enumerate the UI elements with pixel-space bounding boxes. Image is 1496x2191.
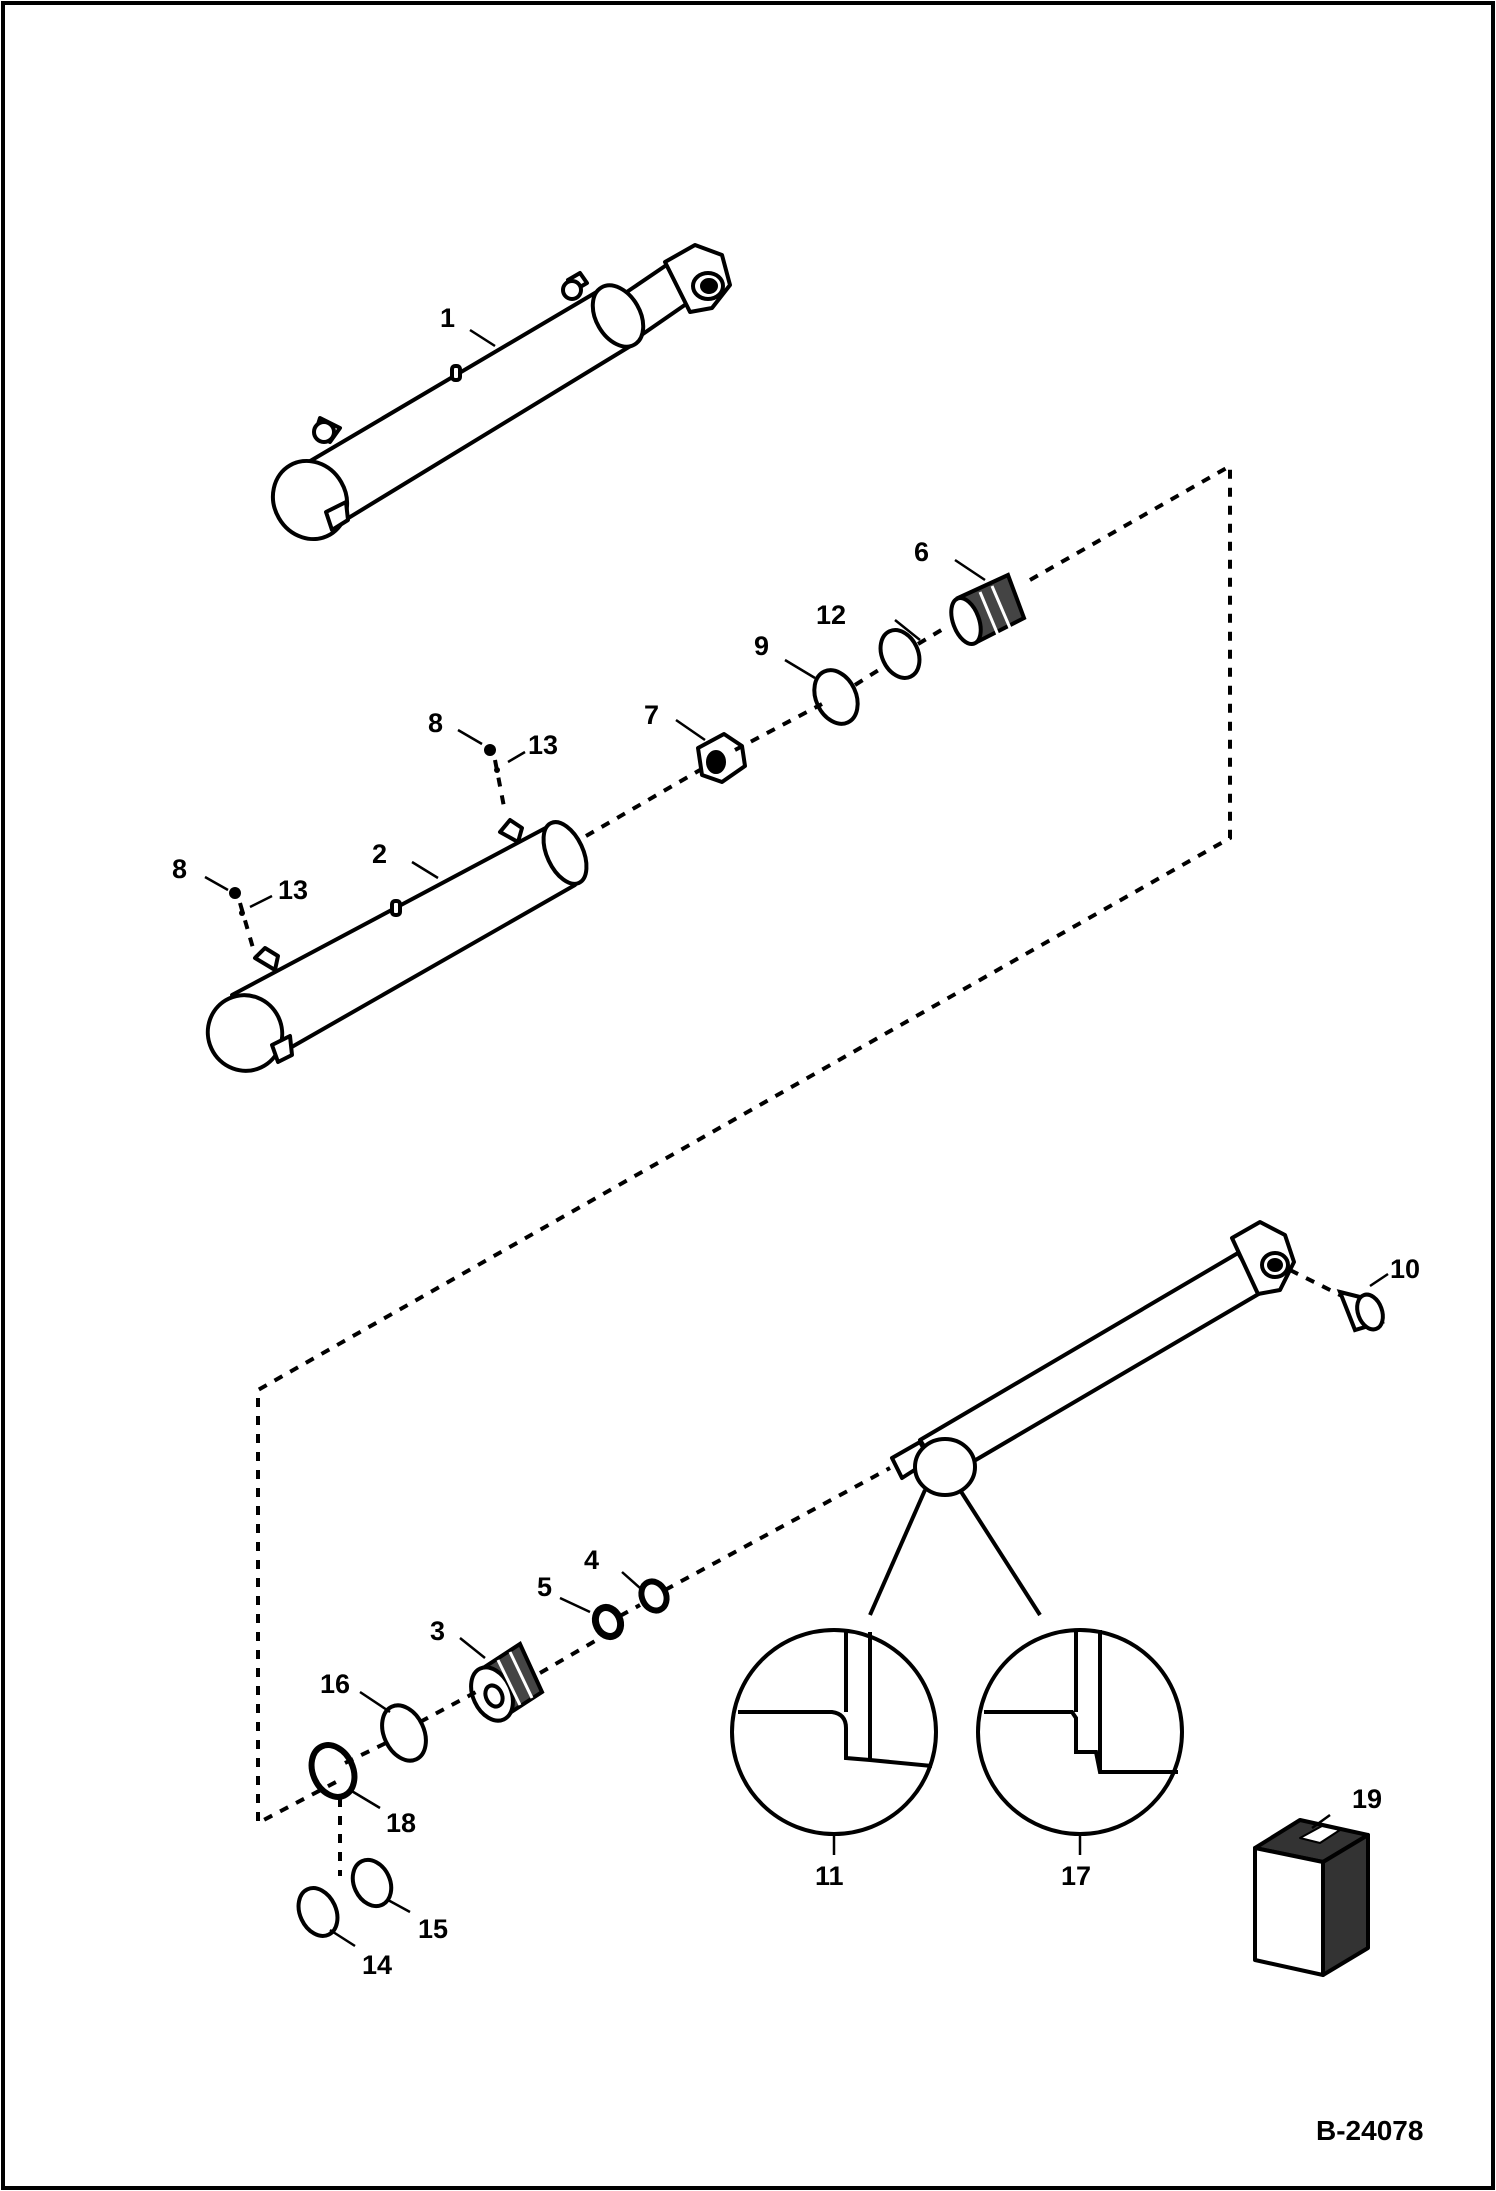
callout-4: 4 <box>584 1545 599 1575</box>
seal-kit-box <box>1253 1818 1370 1977</box>
callout-5: 5 <box>537 1572 552 1602</box>
detail-views <box>730 1488 1184 1836</box>
callout-labels: 1 2 3 4 5 6 7 8 8 9 10 11 12 13 13 14 15… <box>172 303 1420 1980</box>
ring-4 <box>638 1578 670 1614</box>
callout-13-lower: 13 <box>278 875 308 905</box>
nut <box>696 732 747 784</box>
callout-10: 10 <box>1390 1254 1420 1284</box>
ring-9 <box>812 668 860 726</box>
callout-1: 1 <box>440 303 455 333</box>
piston <box>949 572 1027 646</box>
callout-3: 3 <box>430 1616 445 1646</box>
callout-17: 17 <box>1061 1861 1091 1891</box>
callout-15: 15 <box>418 1914 448 1944</box>
cylinder-assembly <box>270 243 732 542</box>
callout-19: 19 <box>1352 1784 1382 1814</box>
callout-9: 9 <box>754 631 769 661</box>
callout-11: 11 <box>815 1861 844 1891</box>
figure-reference: B-24078 <box>1316 2115 1423 2146</box>
cylinder-barrel <box>205 818 589 1073</box>
ring-18 <box>308 1742 358 1800</box>
gland <box>469 1641 545 1723</box>
ring-12 <box>878 628 922 680</box>
callout-7: 7 <box>644 700 659 730</box>
callout-6: 6 <box>914 537 929 567</box>
ring-16 <box>380 1703 428 1763</box>
assembly-dashed-lines <box>238 462 1343 1876</box>
callout-16: 16 <box>320 1669 350 1699</box>
callout-12: 12 <box>816 600 846 630</box>
bushing <box>1336 1289 1385 1333</box>
cylinder-rod <box>890 1220 1296 1497</box>
ring-14 <box>296 1886 340 1938</box>
callout-8-upper: 8 <box>428 708 443 738</box>
seal-rings <box>296 628 922 1938</box>
callout-13-upper: 13 <box>528 730 558 760</box>
leader-lines <box>204 328 1389 1948</box>
ring-15 <box>350 1857 394 1909</box>
callout-18: 18 <box>386 1808 416 1838</box>
grease-fittings <box>229 744 500 916</box>
ring-5 <box>591 1603 625 1641</box>
callout-14: 14 <box>362 1950 392 1980</box>
callout-2: 2 <box>372 839 387 869</box>
callout-8-lower: 8 <box>172 854 187 884</box>
